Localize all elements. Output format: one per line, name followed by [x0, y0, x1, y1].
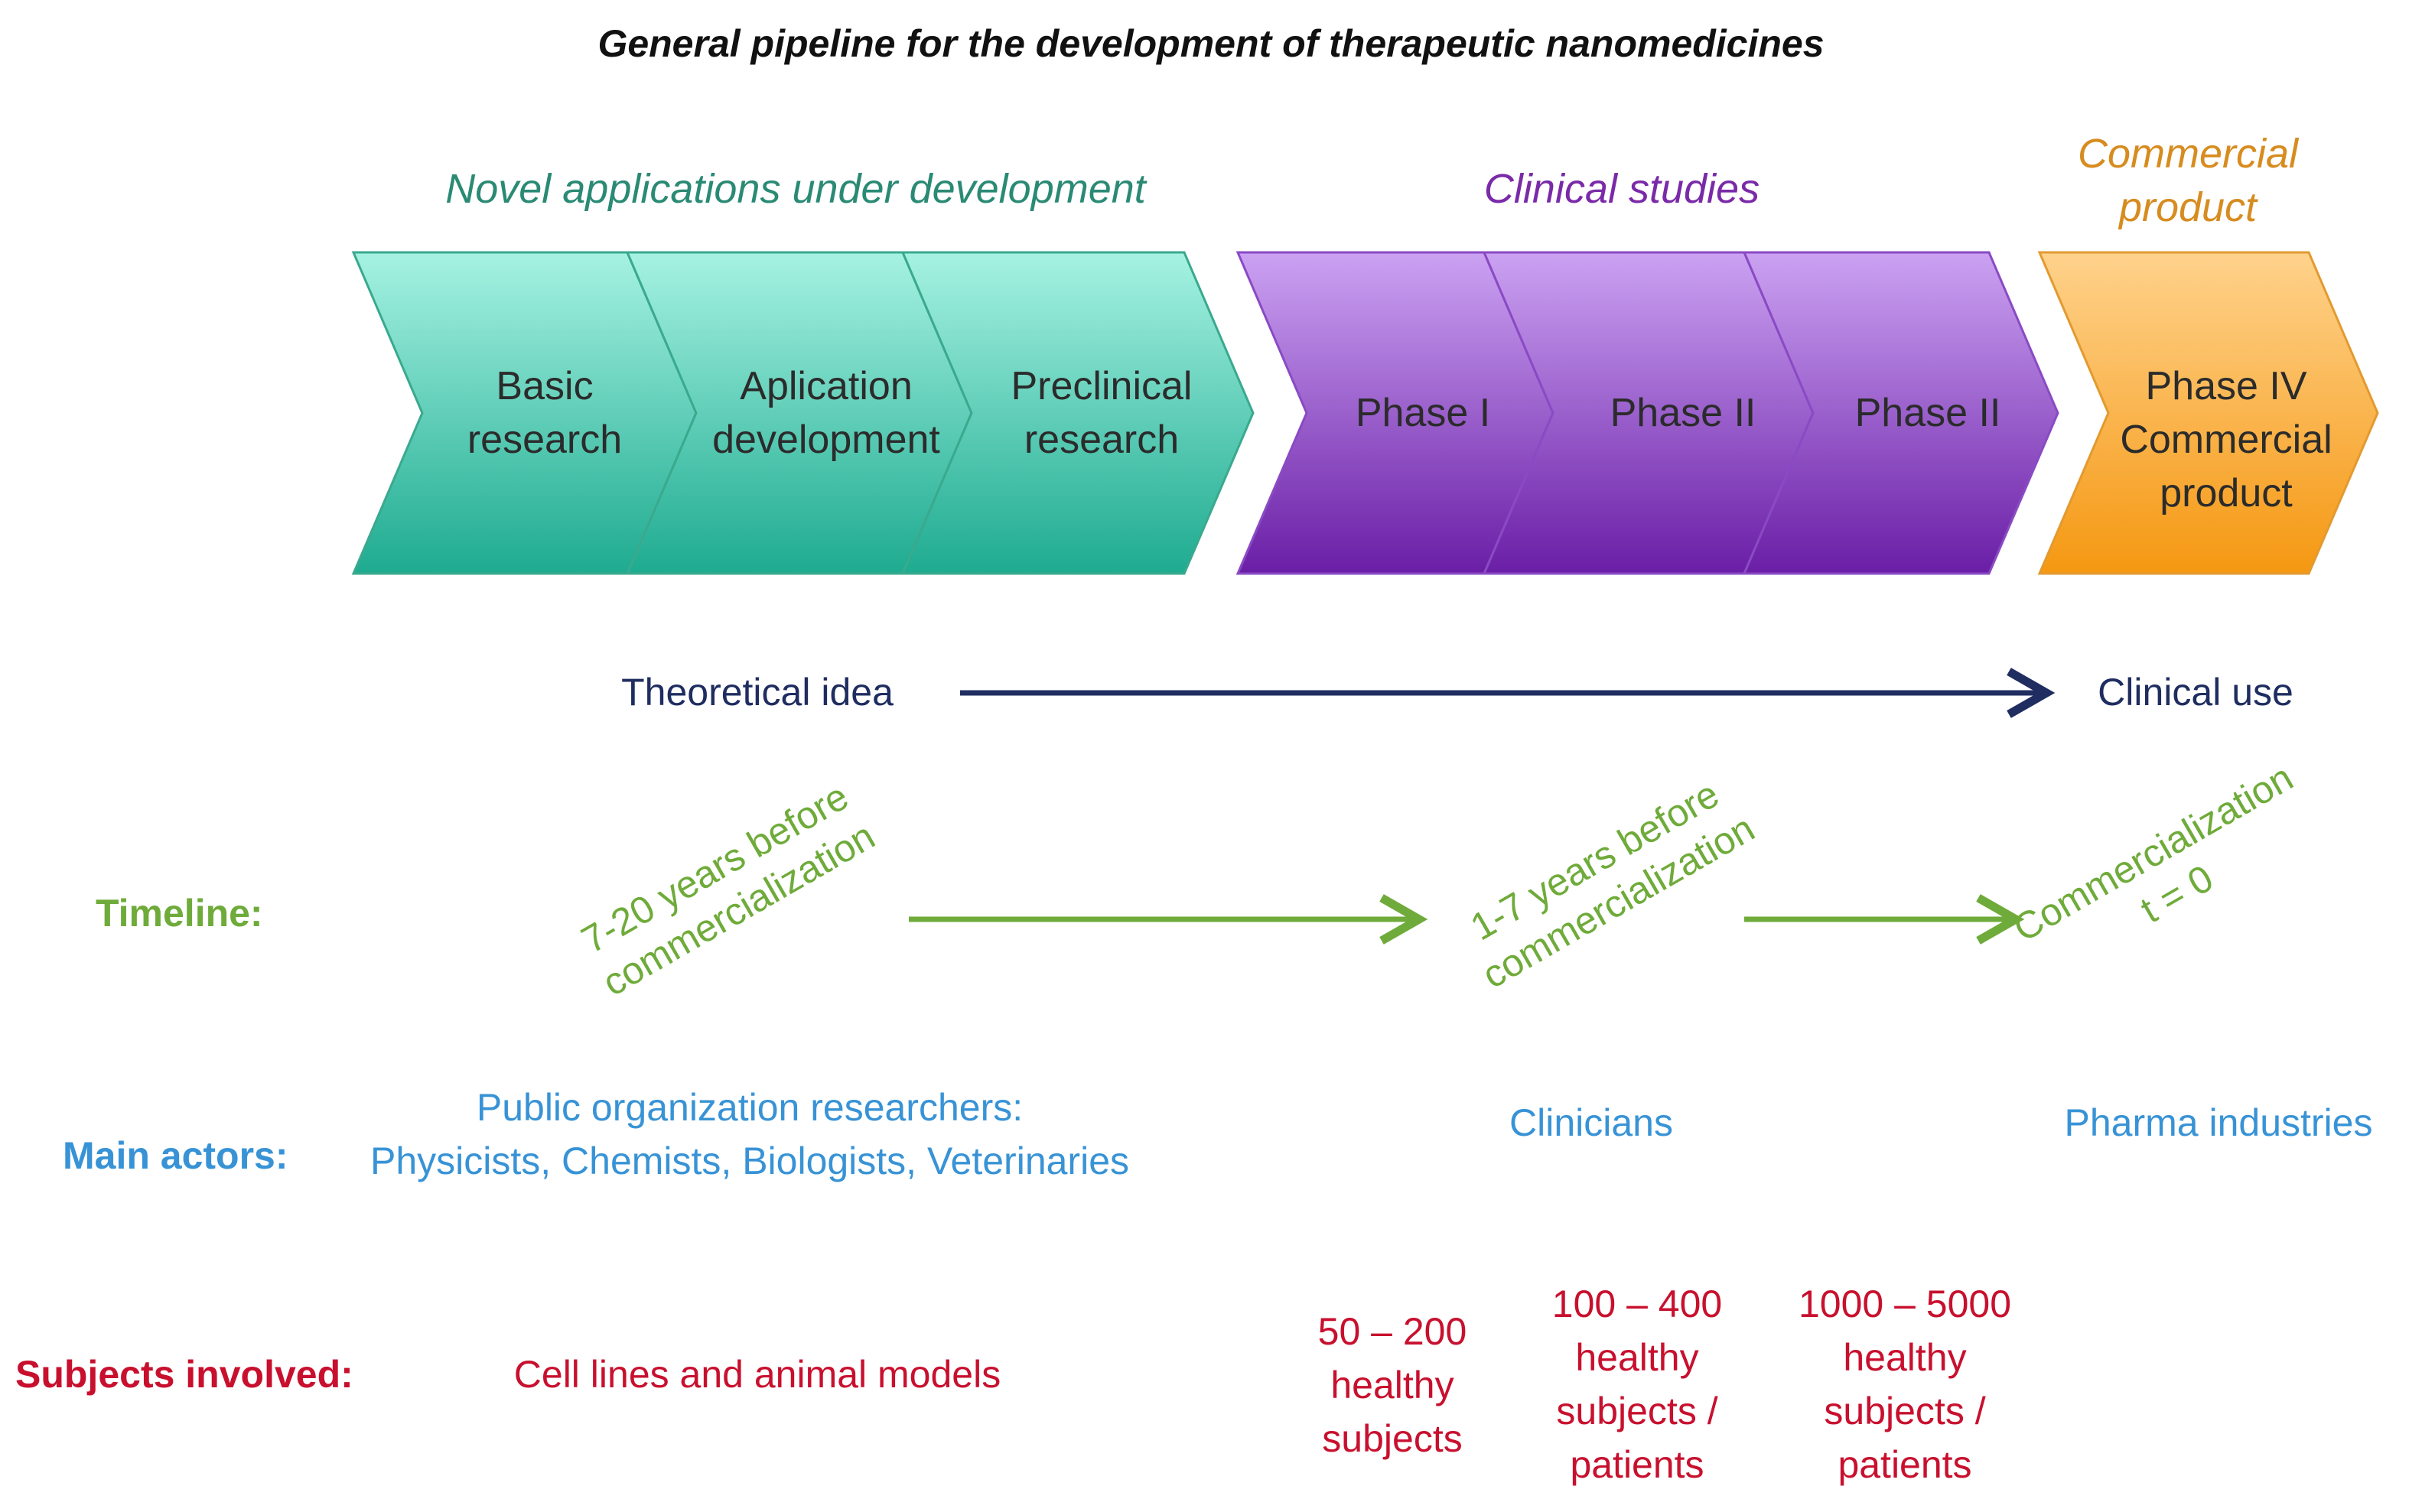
chevron-preclinical-research: [900, 251, 1255, 575]
chevron-label-phase-1: Phase I: [1355, 391, 1491, 435]
chevron-label-preclinical-research: Preclinical research: [1011, 364, 1193, 462]
group-header-clinical: Clinical studies: [1483, 166, 1760, 212]
actors-clinicians: Clinicians: [1509, 1101, 1673, 1144]
progress-end-label: Clinical use: [2098, 671, 2293, 714]
actors-public-researchers: Public organization researchers: Physici…: [369, 1086, 1130, 1182]
chevron-phase-4: [2037, 251, 2379, 575]
chevron-label-application-development: Aplication development: [712, 364, 940, 462]
chevron-label-phase-4: Phase IV Commercial product: [2120, 364, 2332, 515]
subjects-row-label: Subjects involved:: [15, 1353, 353, 1396]
chevron-label-basic-research: Basic research: [467, 364, 623, 462]
chevron-label-phase-2: Phase II: [1610, 391, 1756, 435]
chevron-label-phase-3: Phase II: [1854, 391, 2001, 435]
timeline-row-label: Timeline:: [96, 892, 263, 935]
subjects-phase-1: 50 – 200 healthy subjects: [1317, 1310, 1467, 1460]
group-header-development: Novel applications under development: [445, 166, 1146, 212]
diagram-title: General pipeline for the development of …: [597, 22, 1825, 65]
chevron-phase-3: [1742, 251, 2059, 575]
group-header-commercial: Commercial product: [2077, 131, 2299, 230]
progress-start-label: Theoretical idea: [621, 671, 894, 714]
subjects-preclinical: Cell lines and animal models: [513, 1353, 1001, 1396]
subjects-phase-2: 100 – 400 healthy subjects / patients: [1551, 1283, 1723, 1486]
subjects-phase-3: 1000 – 5000 healthy subjects / patients: [1798, 1283, 2012, 1486]
actors-pharma-industries: Pharma industries: [2064, 1101, 2373, 1144]
actors-row-label: Main actors:: [63, 1134, 288, 1177]
